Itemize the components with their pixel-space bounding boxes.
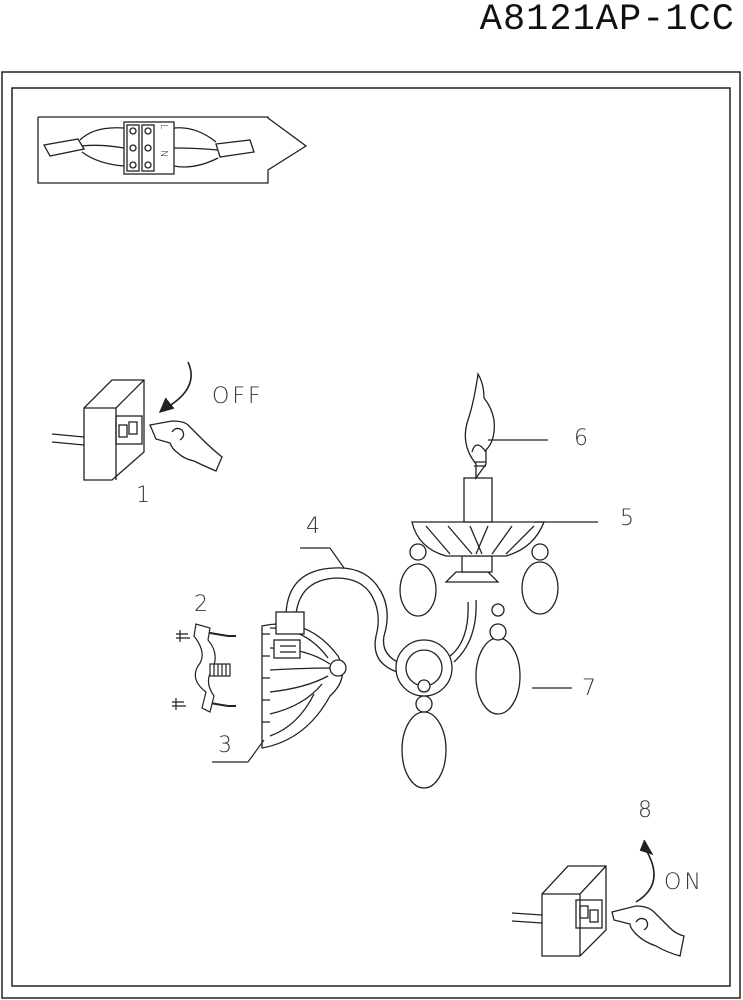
- leader-lines: [212, 439, 598, 763]
- candle-holder: [411, 477, 545, 583]
- mounting-hardware: [172, 623, 236, 713]
- candle-bulb-icon: [464, 372, 495, 481]
- callout-8: 8: [638, 798, 652, 823]
- callout-3: 3: [218, 733, 232, 758]
- callout-7: 7: [582, 676, 596, 701]
- callout-2: 2: [194, 592, 208, 617]
- wall-switch-on: [511, 839, 685, 957]
- inner-frame: [11, 87, 731, 987]
- wall-canopy: [261, 623, 347, 749]
- terminal-l-label: L: [158, 124, 169, 130]
- callout-4: 4: [306, 514, 320, 539]
- model-code: A8121AP-1CC: [479, 0, 735, 41]
- callout-5: 5: [620, 506, 634, 531]
- outer-frame: [1, 71, 741, 999]
- callout-6: 6: [574, 426, 588, 451]
- off-label: OFF: [212, 384, 264, 409]
- terminal-n-label: N: [158, 150, 169, 158]
- lamp-arm: [275, 567, 477, 675]
- wiring-diagram: [37, 116, 308, 184]
- on-label: ON: [664, 870, 704, 895]
- callout-1: 1: [136, 483, 150, 508]
- crystal-pendants: [399, 543, 559, 789]
- wall-switch-off: [51, 361, 223, 481]
